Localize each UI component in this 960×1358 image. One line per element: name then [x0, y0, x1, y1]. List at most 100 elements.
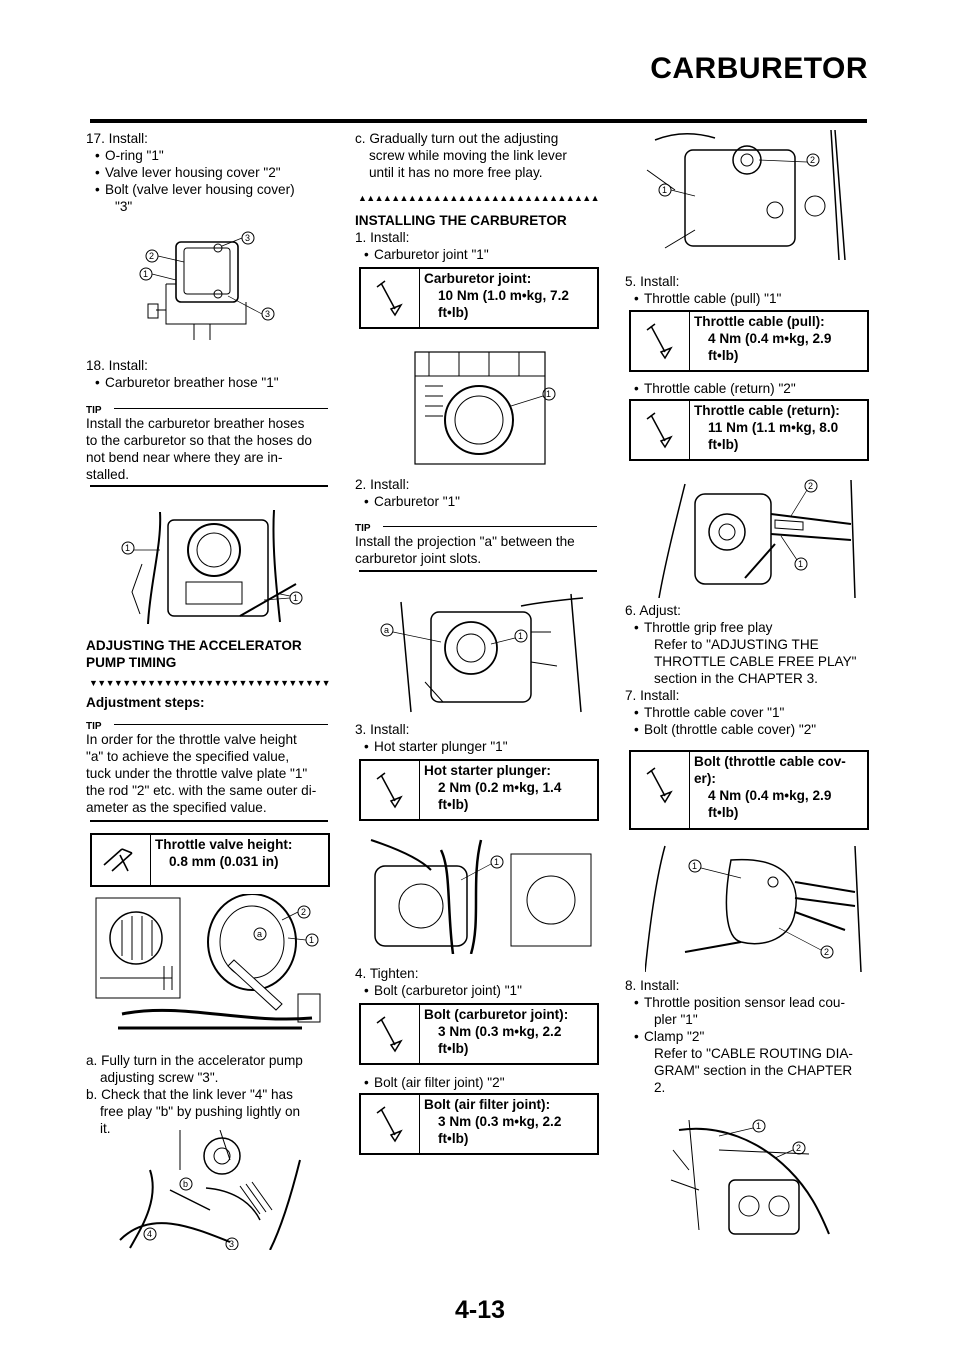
spec-value: 11 Nm (1.1 m•kg, 8.0 — [708, 420, 839, 435]
list-item: Throttle cable (return) "2" — [625, 380, 796, 397]
step-line: until it has no more free play. — [369, 165, 543, 180]
callout-a: a — [384, 625, 389, 635]
list-item: Bolt (air filter joint) "2" — [355, 1074, 505, 1091]
section-heading: ADJUSTING THE ACCELERATOR PUMP TIMING — [86, 637, 302, 671]
spec-value: ft•lb) — [438, 1131, 469, 1146]
callout-3: 3 — [245, 233, 250, 243]
tip-label-text: TIP — [355, 523, 371, 534]
spec-value: ft•lb) — [438, 797, 469, 812]
callout-1: 1 — [309, 935, 314, 945]
spec-label: Hot starter plunger: — [424, 763, 551, 778]
step-line: c. Gradually turn out the adjusting — [355, 131, 559, 146]
tip-rule — [114, 408, 328, 409]
callout-4: 4 — [147, 1229, 152, 1239]
callout-1b: 1 — [293, 593, 298, 603]
list-item: Throttle cable (pull) "1" — [625, 290, 781, 307]
step-line: it. — [100, 1121, 111, 1136]
step-heading: 3. Install: — [355, 722, 410, 737]
breather-hose-illustration: 1 1 — [121, 509, 303, 625]
step-heading: 7. Install: — [625, 688, 680, 703]
hot-starter-plunger-illustration: 1 — [370, 839, 592, 954]
start-marker-arrows: ▼▼▼▼▼▼▼▼▼▼▼▼▼▼▼▼▼▼▼▼▼▼▼▼▼▼▼▼▼▼▼▼▼▼▼▼▼▼▼▼ — [89, 678, 329, 688]
list-item: Valve lever housing cover "2" — [86, 164, 295, 181]
spec-box: Throttle valve height: 0.8 mm (0.031 in) — [90, 833, 330, 887]
callout-b: b — [183, 1179, 188, 1189]
step-5-bullet: Throttle cable (return) "2" — [625, 380, 796, 397]
measurement-icon — [92, 835, 151, 885]
list-item-continuation: GRAM" section in the CHAPTER — [654, 1063, 853, 1078]
list-item-continuation: THROTTLE CABLE FREE PLAY" — [654, 654, 857, 669]
step-line: free play "b" by pushing lightly on — [100, 1104, 301, 1119]
callout-a: a — [257, 929, 262, 939]
list-item: Throttle cable cover "1" — [625, 704, 816, 721]
end-marker-arrows: ▲▲▲▲▲▲▲▲▲▲▲▲▲▲▲▲▲▲▲▲▲▲▲▲▲▲▲▲▲▲▲▲▲▲▲▲▲▲▲▲ — [358, 193, 598, 203]
list-item: Carburetor breather hose "1" — [86, 374, 279, 391]
torque-spec-box: Bolt (throttle cable cov- er): 4 Nm (0.4… — [629, 750, 869, 830]
list-item-continuation: section in the CHAPTER 3. — [654, 671, 818, 686]
tip-rule — [114, 724, 328, 725]
spec-value: 3 Nm (0.3 m•kg, 2.2 — [438, 1024, 562, 1039]
step-b: b. Check that the link lever "4" has fre… — [86, 1086, 300, 1137]
step-heading: 18. Install: — [86, 358, 148, 373]
tip-end-rule — [90, 485, 328, 487]
list-item-continuation: "3" — [115, 199, 133, 214]
tip-line: Install the projection "a" between the — [355, 534, 575, 549]
tip-end-rule — [90, 820, 328, 822]
list-item-continuation: 2. — [654, 1080, 666, 1095]
header-rule — [90, 119, 867, 123]
spec-label: Throttle valve height: — [155, 837, 293, 852]
tip-line: the rod "2" etc. with the same outer di- — [86, 783, 317, 798]
carburetor-install-illustration: a 1 — [380, 593, 584, 713]
torque-spec-box: Throttle cable (return): 11 Nm (1.1 m•kg… — [629, 399, 869, 461]
callout-1: 1 — [662, 185, 667, 195]
spec-label: Bolt (air filter joint): — [424, 1097, 551, 1112]
torque-wrench-icon — [361, 1095, 420, 1153]
spec-label: er): — [694, 771, 716, 786]
torque-spec-box: Throttle cable (pull): 4 Nm (0.4 m•kg, 2… — [629, 310, 869, 372]
list-item: Bolt (throttle cable cover) "2" — [625, 721, 816, 738]
tip-line: ameter as the specified value. — [86, 800, 267, 815]
spec-value: 10 Nm (1.0 m•kg, 7.2 — [438, 288, 569, 303]
torque-wrench-icon — [361, 269, 420, 327]
throttle-cable-pull-illustration: 2 1 — [646, 130, 846, 261]
step-line: adjusting screw "3". — [100, 1070, 219, 1085]
tip-end-rule — [359, 570, 597, 572]
spec-value: ft•lb) — [438, 305, 469, 320]
list-item-continuation: Refer to "CABLE ROUTING DIA- — [654, 1046, 853, 1061]
list-item: Throttle position sensor lead cou- — [625, 994, 853, 1011]
tip-text: Install the carburetor breather hoses to… — [86, 415, 312, 483]
callout-2: 2 — [149, 251, 154, 261]
accelerator-pump-illustration: b 4 3 — [119, 1130, 301, 1250]
torque-wrench-icon — [361, 761, 420, 819]
callout-1: 1 — [756, 1121, 761, 1131]
step-8: 8. Install: Throttle position sensor lea… — [625, 977, 853, 1096]
tip-line: Install the carburetor breather hoses — [86, 416, 305, 431]
callout-1: 1 — [692, 861, 697, 871]
list-item-continuation: pler "1" — [654, 1012, 698, 1027]
spec-label: Bolt (carburetor joint): — [424, 1007, 569, 1022]
tip-label: TIP — [86, 405, 102, 416]
callout-1: 1 — [494, 857, 499, 867]
tip-line: carburetor joint slots. — [355, 551, 482, 566]
callout-2: 2 — [810, 155, 815, 165]
step-c: c. Gradually turn out the adjusting scre… — [355, 130, 567, 181]
spec-label: Bolt (throttle cable cov- — [694, 754, 846, 769]
tip-line: to the carburetor so that the hoses do — [86, 433, 312, 448]
page-number: 4-13 — [454, 1296, 506, 1324]
torque-wrench-icon — [631, 752, 690, 828]
callout-2: 2 — [796, 1143, 801, 1153]
step-6: 6. Adjust: Throttle grip free play Refer… — [625, 602, 857, 687]
step-1: 1. Install: Carburetor joint "1" — [355, 229, 489, 263]
tip-line: In order for the throttle valve height — [86, 732, 297, 747]
callout-1: 1 — [546, 389, 551, 399]
tip-label: TIP — [86, 716, 102, 733]
step-heading: 2. Install: — [355, 477, 410, 492]
spec-value: 3 Nm (0.3 m•kg, 2.2 — [438, 1114, 562, 1129]
carburetor-joint-illustration: 1 — [414, 351, 556, 465]
spec-label: Carburetor joint: — [424, 271, 532, 286]
torque-spec-box: Carburetor joint: 10 Nm (1.0 m•kg, 7.2 f… — [359, 267, 599, 329]
spec-label: Throttle cable (return): — [694, 403, 840, 418]
tip-text: Install the projection "a" between the c… — [355, 533, 575, 567]
step-line: b. Check that the link lever "4" has — [86, 1087, 293, 1102]
list-item: O-ring "1" — [86, 147, 295, 164]
